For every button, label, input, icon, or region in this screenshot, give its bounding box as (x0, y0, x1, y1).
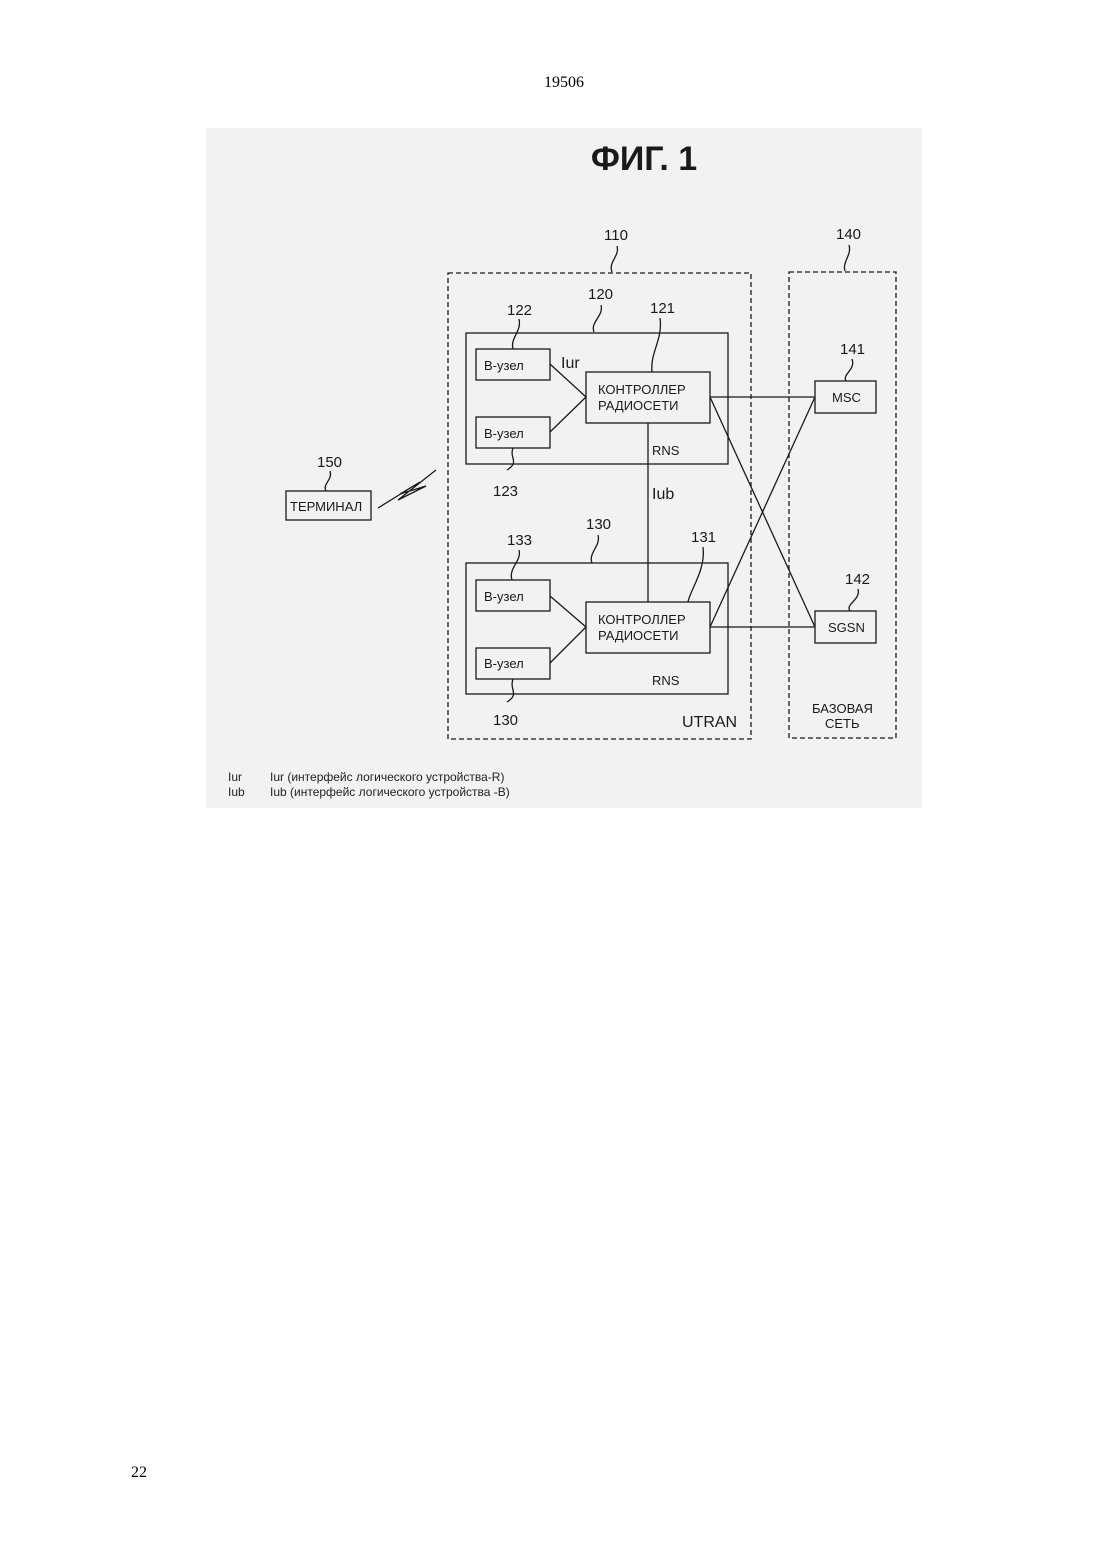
link-nodeb123-rnc (550, 397, 586, 432)
rnc-label-131-line1: КОНТРОЛЛЕР (598, 612, 686, 627)
leader-141 (845, 359, 852, 381)
core-network-label-line1: БАЗОВАЯ (812, 701, 873, 716)
ref-130-nodeb: 130 (493, 712, 518, 729)
leader-142 (849, 589, 858, 611)
ref-131: 131 (691, 529, 716, 546)
rnc-label-121-line2: РАДИОСЕТИ (598, 398, 679, 413)
ref-123: 123 (493, 483, 518, 500)
ref-110: 110 (604, 227, 628, 244)
ref-120: 120 (588, 286, 613, 303)
ref-140: 140 (836, 226, 861, 243)
leader-133 (511, 550, 519, 580)
leader-110 (611, 246, 617, 272)
legend-row-iur: IurIur (интерфейс логического устройства… (228, 770, 504, 784)
rns-top-box (466, 333, 728, 464)
terminal-label: ТЕРМИНАЛ (290, 499, 362, 514)
leader-140 (844, 245, 849, 271)
iur-label: Iur (561, 355, 580, 372)
leader-122 (513, 319, 520, 349)
nodeb-label-122: В-узел (484, 358, 524, 373)
leader-150 (325, 471, 330, 491)
rnc-label-121-line1: КОНТРОЛЛЕР (598, 382, 686, 397)
ref-133: 133 (507, 532, 532, 549)
link-nodeb130-rnc (550, 627, 586, 663)
leader-120 (593, 305, 601, 332)
legend-abbr: Iub (228, 785, 270, 799)
nodeb-label-123: В-узел (484, 426, 524, 441)
legend-text: Iub (интерфейс логического устройства -B… (270, 785, 510, 799)
ref-130: 130 (586, 516, 611, 533)
leader-121 (652, 318, 661, 372)
ref-142: 142 (845, 571, 870, 588)
leader-130 (591, 535, 598, 563)
core-network-label-line2: СЕТЬ (825, 716, 860, 731)
ref-150: 150 (317, 454, 342, 471)
legend-row-iub: IubIub (интерфейс логического устройства… (228, 785, 510, 799)
leader-123 (507, 448, 514, 470)
legend-text: Iur (интерфейс логического устройства-R) (270, 770, 504, 784)
leader-131 (688, 547, 703, 602)
rns-bottom-box (466, 563, 728, 694)
rnc-label-131-line2: РАДИОСЕТИ (598, 628, 679, 643)
link-nodeb133-rnc (550, 596, 586, 627)
ref-141: 141 (840, 341, 865, 358)
sgsn-label: SGSN (828, 620, 865, 635)
rns-label-top: RNS (652, 443, 680, 458)
nodeb-label-130: В-узел (484, 656, 524, 671)
nodeb-label-133: В-узел (484, 589, 524, 604)
rns-label-bottom: RNS (652, 673, 680, 688)
ref-121: 121 (650, 300, 675, 317)
utran-label: UTRAN (682, 714, 737, 731)
radio-link-symbol (378, 470, 436, 508)
iub-label: Iub (652, 486, 674, 503)
msc-label: MSC (832, 390, 861, 405)
legend-abbr: Iur (228, 770, 270, 784)
ref-122: 122 (507, 302, 532, 319)
page-number: 22 (131, 1464, 147, 1482)
leader-130b (507, 679, 514, 702)
